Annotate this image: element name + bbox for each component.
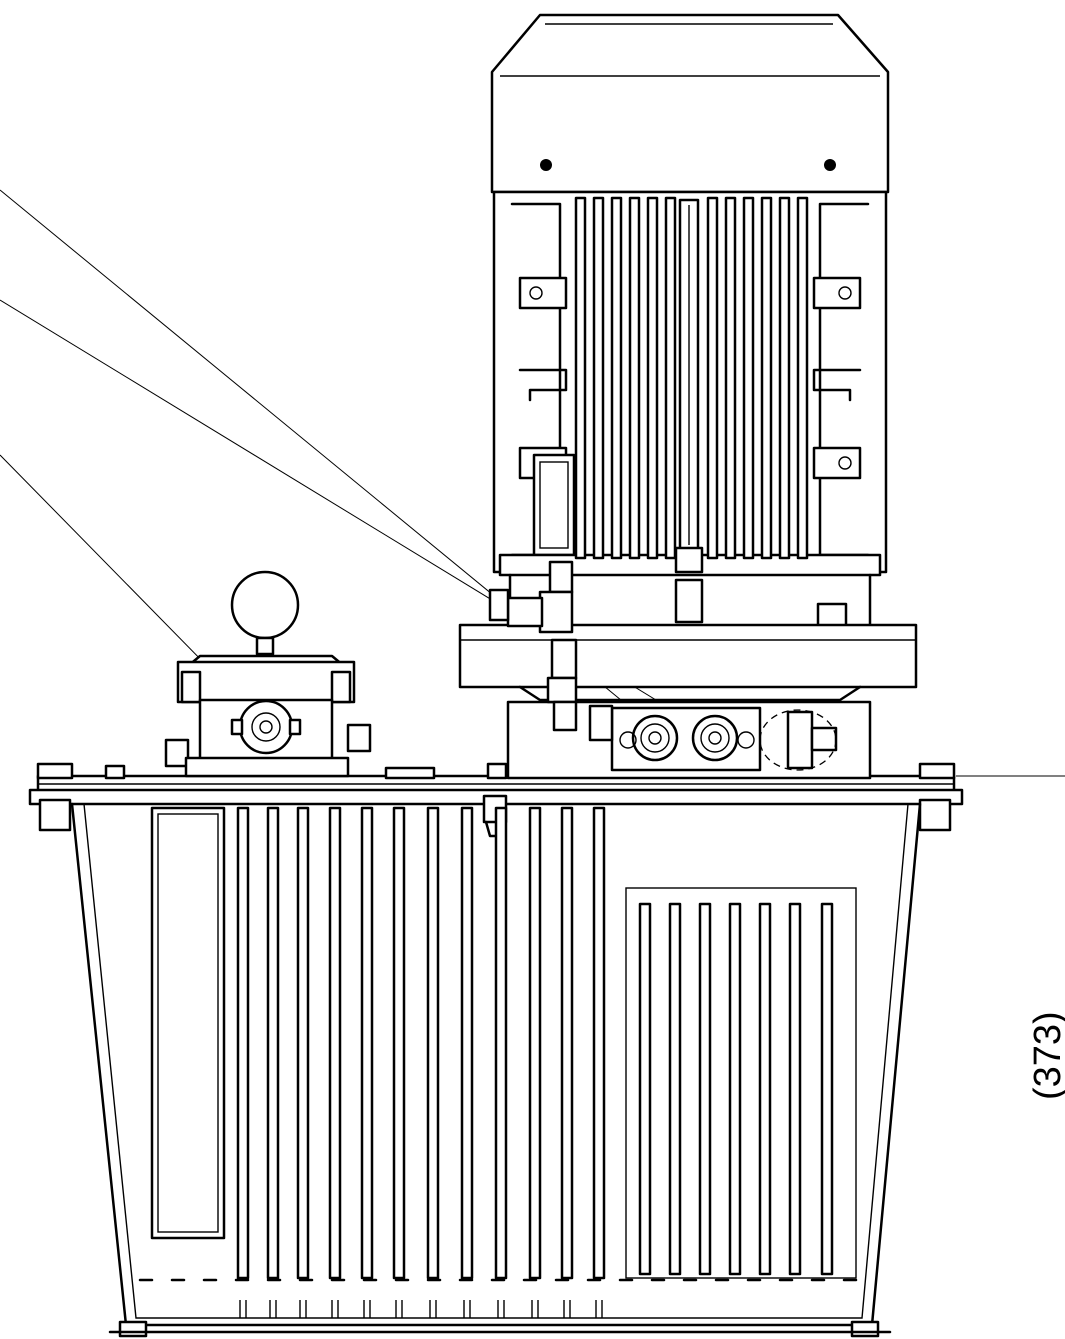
tank-rib bbox=[820, 902, 834, 1276]
motor-cooling-fins bbox=[574, 196, 809, 560]
dimension-label: (373) bbox=[1027, 1011, 1065, 1100]
tank-rib bbox=[528, 806, 542, 1318]
tank-rib bbox=[392, 806, 406, 1318]
tank-rib bbox=[668, 902, 682, 1276]
motor-fin bbox=[724, 196, 737, 560]
tank-rib bbox=[788, 902, 802, 1276]
motor-fin bbox=[592, 196, 605, 560]
tank-rib bbox=[758, 902, 772, 1276]
motor-fin bbox=[742, 196, 755, 560]
tank-rib bbox=[494, 806, 508, 1318]
motor-fin bbox=[664, 196, 677, 560]
motor-fin bbox=[796, 196, 809, 560]
tank-rib bbox=[328, 806, 342, 1318]
tank-rib bbox=[698, 902, 712, 1276]
tank-rib bbox=[360, 806, 374, 1318]
tank-rib bbox=[460, 806, 474, 1318]
motor-fin bbox=[706, 196, 719, 560]
oil-reservoir-tank bbox=[28, 762, 964, 1338]
tank-rib bbox=[296, 806, 310, 1318]
motor-fin bbox=[646, 196, 659, 560]
electric-motor bbox=[490, 13, 890, 577]
motor-fin bbox=[778, 196, 791, 560]
tank-rib bbox=[560, 806, 574, 1318]
motor-fin bbox=[574, 196, 587, 560]
tank-rib bbox=[426, 806, 440, 1318]
tank-rib bbox=[236, 806, 250, 1318]
tank-rib bbox=[638, 902, 652, 1276]
tank-rib bbox=[592, 806, 606, 1318]
motor-fin bbox=[610, 196, 623, 560]
tank-rib bbox=[728, 902, 742, 1276]
pipe-fittings bbox=[488, 560, 578, 732]
motor-fin bbox=[760, 196, 773, 560]
motor-fin bbox=[628, 196, 641, 560]
motor-adapter-plate bbox=[458, 573, 918, 702]
tank-rib bbox=[266, 806, 280, 1318]
valve-manifold bbox=[506, 700, 872, 780]
tank-rib-panel bbox=[625, 887, 857, 1279]
height-dimension: (373) bbox=[956, 775, 1065, 1100]
pressure-gauge-assembly bbox=[164, 570, 372, 778]
tank-cooling-ribs bbox=[138, 806, 858, 1318]
